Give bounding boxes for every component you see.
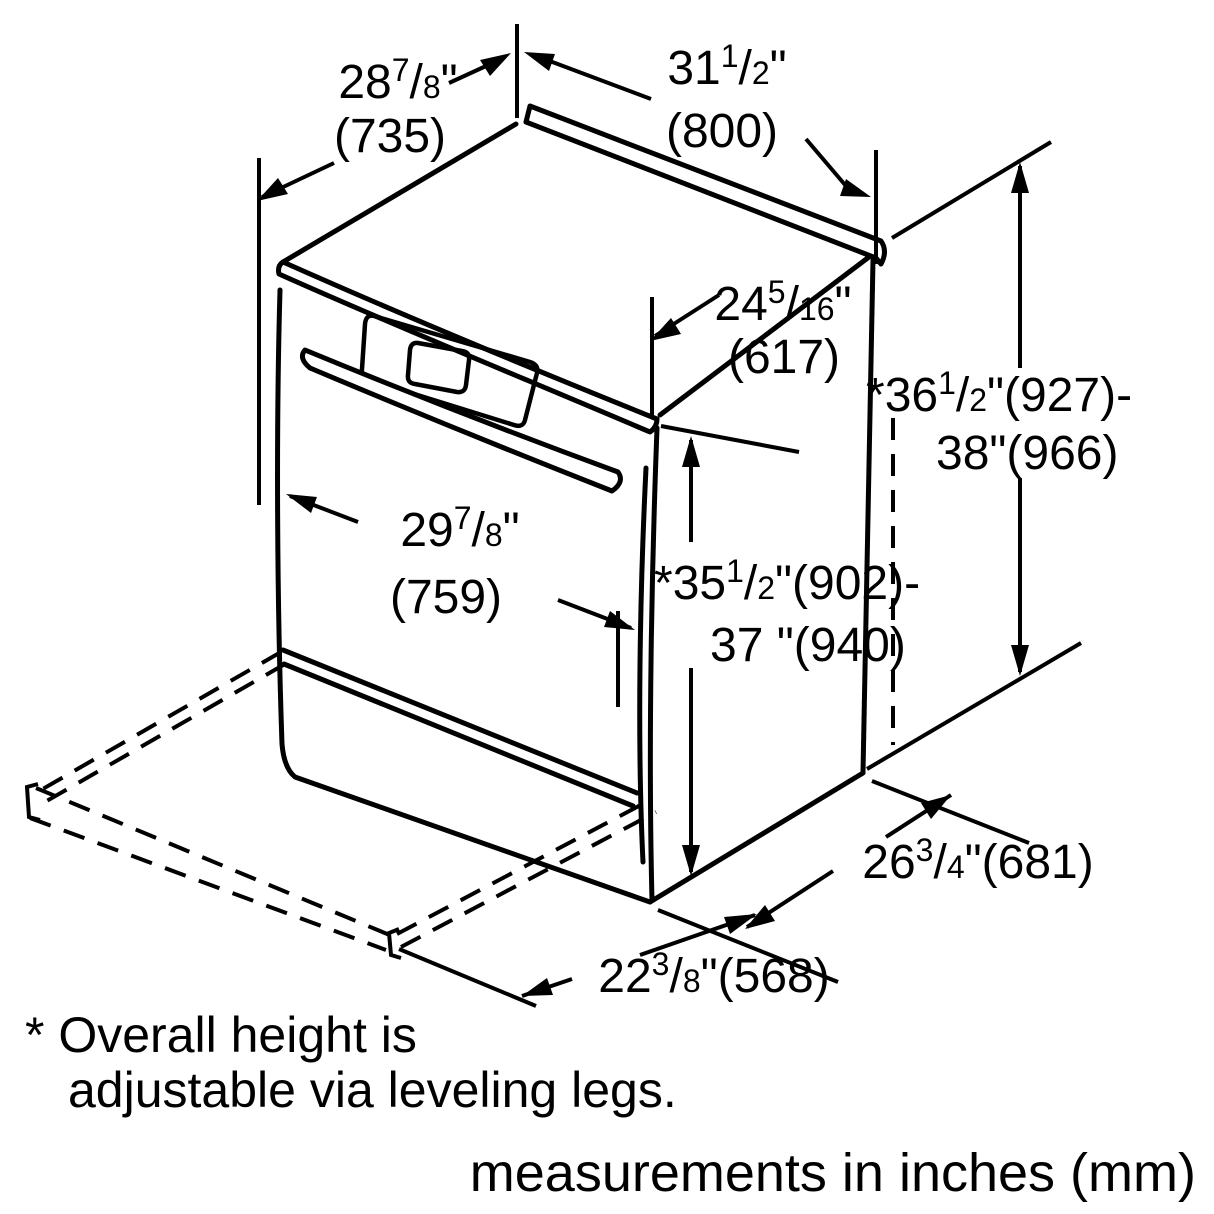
- footnote-line2: adjustable via leveling legs.: [68, 1062, 677, 1118]
- door-bottom-line-upper: [280, 647, 640, 796]
- dimension-door-width: 297/8" (759): [286, 494, 635, 630]
- dim-label-width-mm: (800): [666, 105, 778, 158]
- dim-label-door-width: 297/8": [400, 500, 519, 557]
- dimension-arrow: [604, 611, 635, 630]
- bottom-right-floor-edge: [647, 770, 866, 905]
- dimension-arrow: [745, 905, 775, 929]
- extension-floor-front-corner: [657, 908, 839, 984]
- dashed-rear-edge-upper: [33, 650, 282, 796]
- front-right-vertical-edge: [647, 425, 660, 903]
- floor-outline-dashed: [24, 418, 895, 960]
- cooktop-right-edge: [657, 254, 872, 418]
- dim-label-base-side-depth: 263/4"(681): [862, 832, 1093, 889]
- dimension-arrow: [682, 845, 700, 876]
- dimension-arrow: [1011, 162, 1029, 193]
- leader-line: [546, 58, 652, 101]
- dimension-overall-height: *361/2"(927)- 38"(966): [866, 162, 1132, 676]
- display-window: [405, 340, 472, 395]
- dimension-arrow: [286, 494, 317, 513]
- dimension-arrow: [524, 52, 555, 71]
- dimension-arrow: [650, 318, 681, 341]
- extension-cooktop-height: [660, 424, 800, 454]
- dashed-right-edge-lower: [400, 810, 657, 949]
- dim-label-overall-height-line2: 38"(966): [936, 427, 1118, 480]
- dim-label-overall-height: *361/2"(927)-: [866, 365, 1132, 422]
- door-and-drawer-lines: [280, 647, 640, 809]
- dashed-front-edge-lower: [29, 816, 387, 952]
- corner-bracket-left: [24, 782, 41, 822]
- dimension-arrow: [921, 795, 951, 819]
- dim-label-cooktop-depth-mm: (617): [728, 331, 840, 384]
- door-right-edge: [637, 465, 649, 865]
- dim-label-base-front-depth: 223/8"(568): [598, 946, 829, 1003]
- dimension-arrow: [1011, 645, 1029, 676]
- dimension-base-front-depth: 223/8"(568): [521, 913, 830, 1003]
- cooktop-left-rear-edge: [280, 121, 519, 265]
- extension-backguard-top: [890, 140, 1053, 240]
- dim-label-depth-top: 287/8": [338, 52, 457, 109]
- dim-label-worktop-height: *351/2"(902)-: [654, 553, 920, 610]
- dim-label-worktop-height-line2: 37 "(940): [710, 619, 906, 672]
- dimension-arrow: [522, 978, 553, 996]
- corner-bracket-front: [386, 927, 402, 960]
- dimension-width: 311/2" (800): [524, 38, 871, 197]
- control-panel-display: [359, 313, 540, 429]
- dimension-top-depth: 287/8" (735): [257, 52, 511, 201]
- dim-label-width: 311/2": [667, 38, 786, 95]
- dim-label-cooktop-depth: 245/16": [714, 274, 851, 331]
- dashed-right-edge-upper: [396, 797, 653, 936]
- body-sides: [275, 257, 876, 905]
- dim-label-door-width-mm: (759): [390, 571, 502, 624]
- display-outer-frame: [359, 313, 540, 429]
- dimension-arrow: [257, 178, 288, 201]
- dashed-front-edge-upper: [35, 786, 393, 938]
- door-handle: [299, 347, 623, 494]
- extension-floor-rear: [865, 641, 1083, 771]
- footnote-line1: * Overall height is: [25, 1007, 417, 1063]
- cooktop-front-edge-upper: [280, 259, 660, 422]
- leader-line: [804, 137, 848, 188]
- dimension-worktop-height: *351/2"(902)- 37 "(940): [654, 436, 920, 876]
- range-isometric-drawing: [24, 103, 895, 960]
- door-bottom-line-lower: [281, 661, 636, 809]
- units-caption: measurements in inches (mm): [470, 1143, 1196, 1203]
- dimension-base-side-depth: 263/4"(681): [745, 793, 1094, 929]
- dimension-arrow: [840, 179, 871, 197]
- left-edge-and-bottom-front-edge: [275, 287, 653, 905]
- dimension-arrow: [682, 436, 700, 467]
- dimension-arrow: [724, 914, 757, 934]
- extension-counter-front-corner: [398, 947, 537, 1008]
- dimension-cooktop-depth: 245/16" (617): [650, 274, 852, 384]
- extension-floor-rear-corner: [871, 779, 1030, 845]
- footnote: * Overall height is adjustable via level…: [25, 1007, 677, 1118]
- dim-label-depth-top-mm: (735): [334, 110, 446, 163]
- dimension-arrow: [480, 53, 511, 76]
- rear-right-vertical-edge: [860, 257, 876, 775]
- dashed-rear-edge-lower: [37, 662, 286, 808]
